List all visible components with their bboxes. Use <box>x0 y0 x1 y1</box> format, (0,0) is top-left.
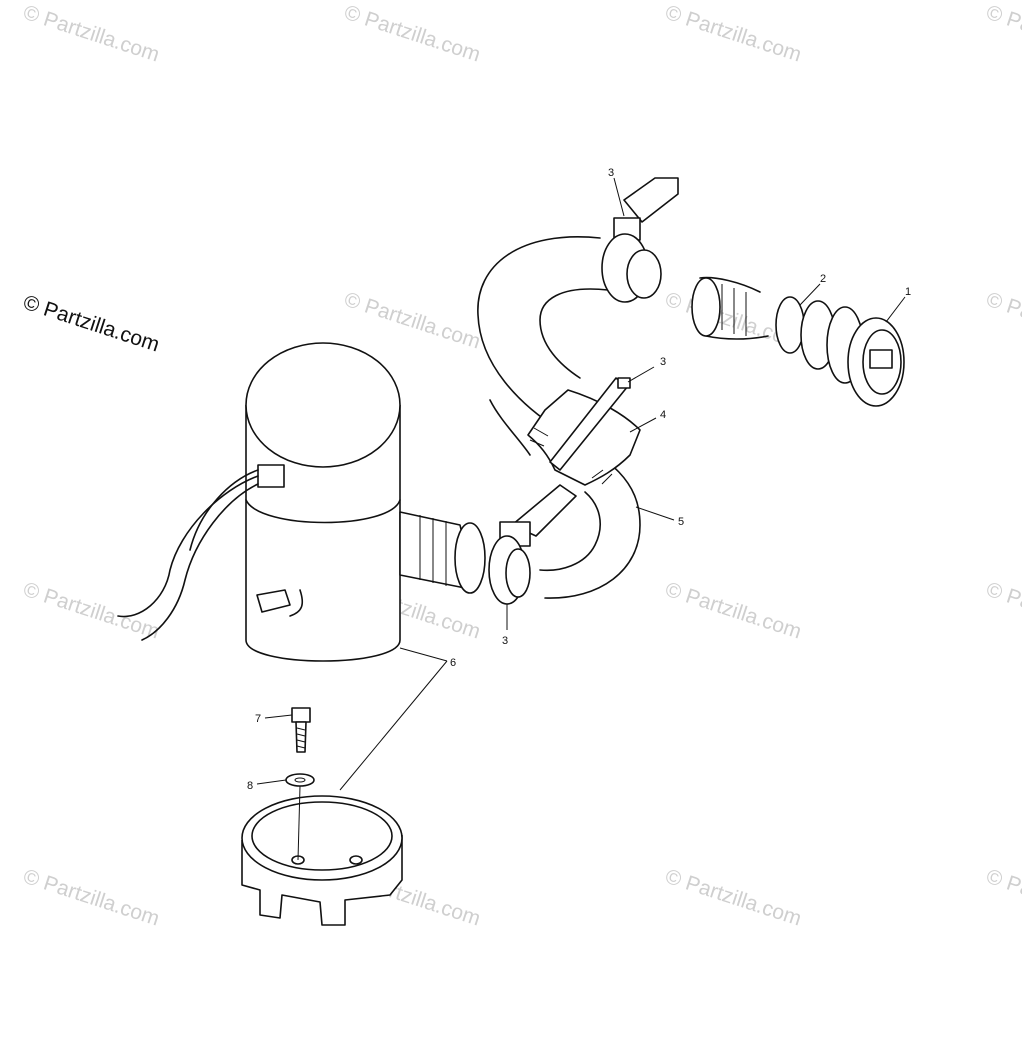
callout-6: 6 <box>450 657 456 669</box>
watermark-faint: © Partzilla.com <box>20 1 162 67</box>
watermark-faint: © Partzilla.com <box>662 865 804 931</box>
watermark-faint: © Partzilla.com <box>662 1 804 67</box>
callout-numbers: 1 2 3 3 3 4 5 6 7 8 <box>247 167 911 792</box>
pump-base <box>241 785 403 926</box>
watermark-main: © Partzilla.com <box>20 291 162 357</box>
watermark-faint: © Partzilla.com <box>20 578 162 644</box>
callout-2: 2 <box>820 273 826 285</box>
watermark-faint: © Partzilla.com <box>983 1 1022 67</box>
leader-lines <box>256 177 906 791</box>
callout-3-top: 3 <box>608 167 614 179</box>
hose-fittings <box>691 276 905 407</box>
cable-tie <box>549 377 631 471</box>
callout-3-mid: 3 <box>660 356 666 368</box>
callout-3-bottom: 3 <box>502 635 508 647</box>
callout-5: 5 <box>678 516 684 528</box>
watermark-faint: © Partzilla.com <box>983 288 1022 354</box>
callout-4: 4 <box>660 409 666 421</box>
bilge-pump <box>117 342 486 662</box>
hose-clamp-top <box>601 177 679 303</box>
watermark-faint: © Partzilla.com <box>341 288 483 354</box>
callout-1: 1 <box>905 286 911 298</box>
hose-clamp-bottom <box>488 484 577 605</box>
faint-watermarks: © Partzilla.com © Partzilla.com © Partzi… <box>20 1 1022 931</box>
watermark-faint: © Partzilla.com <box>983 865 1022 931</box>
watermark-faint: © Partzilla.com <box>341 1 483 67</box>
callout-7: 7 <box>255 713 261 725</box>
watermark-faint: © Partzilla.com <box>20 865 162 931</box>
watermark-faint: © Partzilla.com <box>983 578 1022 644</box>
watermark-faint: © Partzilla.com <box>662 578 804 644</box>
bolt <box>291 707 311 753</box>
callout-8: 8 <box>247 780 253 792</box>
washer <box>285 773 315 787</box>
